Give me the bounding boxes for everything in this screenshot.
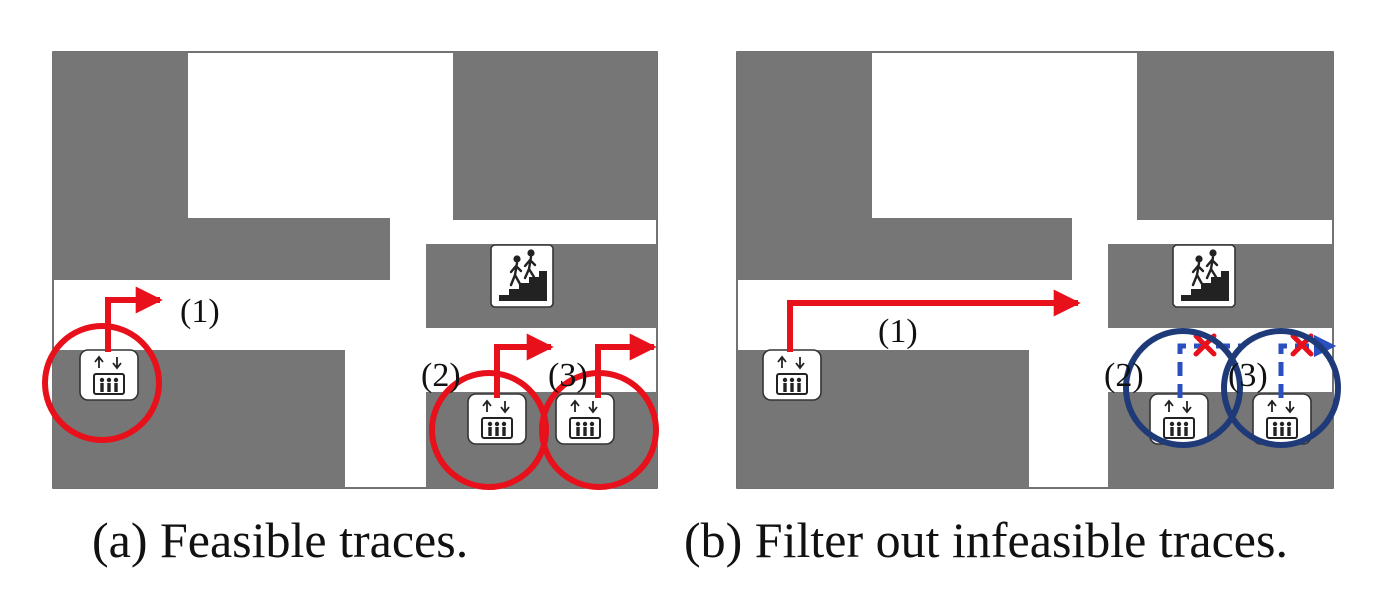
building-blocks-a [53,52,657,488]
trace-1-arrow [787,289,1081,352]
panel-b: (1) (2) (3) [736,51,1341,489]
elevator-icon [1252,393,1312,445]
trace-label: (1) [180,293,220,330]
trace-label: (3) [548,357,588,394]
highlight-circle [429,370,549,490]
stairs-icon [1171,243,1237,309]
highlight-circle [42,323,162,443]
trace-label: (3) [1228,357,1268,394]
trace-3-arrow-dashed [1278,334,1337,398]
highlight-circle [539,370,659,490]
panel-a: (1) (2) (3) [42,51,659,490]
trace-label: (2) [421,357,461,394]
trace-label: (2) [1104,357,1144,394]
caption-panel-a: (a) Feasible traces. [92,512,469,568]
highlight-circle [1123,328,1243,448]
caption-panel-b: (b) Filter out infeasible traces. [684,512,1288,568]
elevator-icon [467,393,527,445]
trace-2-arrow [494,333,554,398]
elevator-icon [762,349,822,401]
trace-label: (1) [878,313,918,350]
trace-1-arrow [105,286,163,352]
highlight-circle [1221,328,1341,448]
elevator-icon [555,393,615,445]
trace-3-arrow [595,333,657,398]
stairs-icon [489,243,555,309]
elevator-icon [79,349,139,401]
